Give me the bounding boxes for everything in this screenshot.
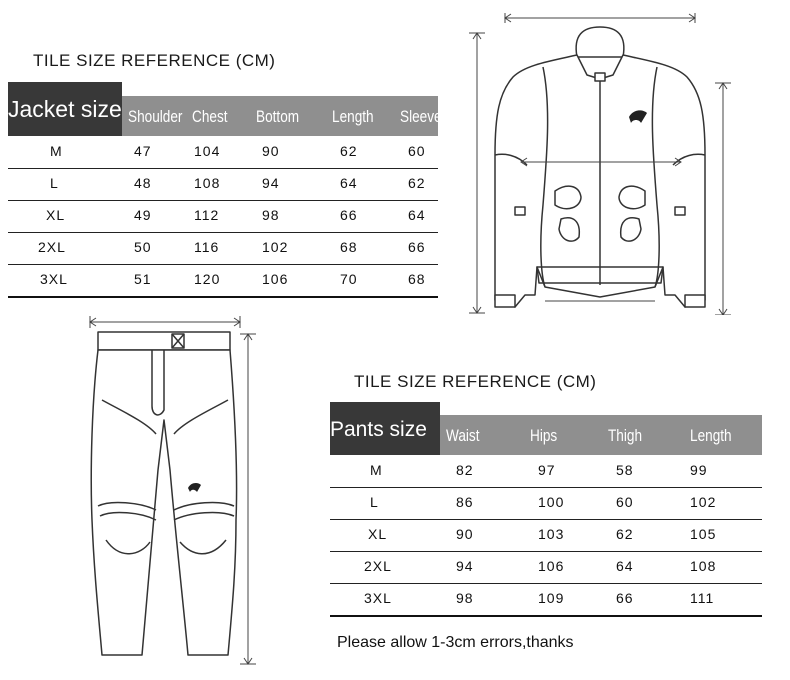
jacket-value-cell: 112 — [194, 207, 220, 223]
pants-table-title: TILE SIZE REFERENCE (CM) — [354, 372, 597, 391]
pants-value-cell: 90 — [456, 526, 474, 542]
pants-table-row: 2XL 94 106 64 108 — [330, 551, 762, 584]
jacket-col-sleeve: Sleeve — [400, 107, 442, 126]
pants-col-length: Length — [690, 426, 732, 445]
jacket-value-cell: 70 — [340, 271, 358, 287]
pants-value-cell: 64 — [616, 558, 634, 574]
pants-col-waist: Waist — [446, 426, 480, 445]
jacket-table-row: L 48 108 94 64 62 — [8, 168, 438, 201]
jacket-value-cell: 104 — [194, 143, 221, 159]
pants-value-cell: 108 — [690, 558, 717, 574]
jacket-value-cell: 50 — [134, 239, 152, 255]
pants-size-table: Pants size Waist Hips Thigh Length M 82 97… — [330, 402, 762, 617]
pants-col-thigh: Thigh — [608, 426, 643, 445]
pants-value-cell: 111 — [690, 590, 715, 606]
jacket-value-cell: 48 — [134, 175, 152, 191]
jacket-table-row: 3XL 51 120 106 70 68 — [8, 264, 438, 298]
jacket-value-cell: 66 — [408, 239, 426, 255]
tolerance-note: Please allow 1-3cm errors,thanks — [337, 634, 574, 651]
jacket-table-title: TILE SIZE REFERENCE (CM) — [33, 51, 276, 70]
jacket-size-label: Jacket size — [8, 82, 122, 136]
pants-value-cell: 82 — [456, 462, 474, 478]
jacket-value-cell: 68 — [340, 239, 358, 255]
jacket-table-row: M 47 104 90 62 60 — [8, 136, 438, 169]
jacket-size-cell: L — [50, 175, 59, 191]
jacket-value-cell: 64 — [408, 207, 426, 223]
jacket-value-cell: 49 — [134, 207, 152, 223]
jacket-value-cell: 51 — [134, 271, 152, 287]
pants-value-cell: 60 — [616, 494, 634, 510]
jacket-table-row: 2XL 50 116 102 68 66 — [8, 232, 438, 265]
pants-size-cell: M — [370, 462, 383, 478]
pants-table-row: M 82 97 58 99 — [330, 455, 762, 488]
pants-table-row: XL 90 103 62 105 — [330, 519, 762, 552]
pants-size-cell: L — [370, 494, 379, 510]
jacket-size-cell: M — [50, 143, 63, 159]
jacket-size-table: Jacket size Shoulder Chest Bottom Length… — [8, 82, 442, 298]
pants-value-cell: 105 — [690, 526, 717, 542]
jacket-value-cell: 62 — [340, 143, 358, 159]
jacket-value-cell: 66 — [340, 207, 358, 223]
pants-value-cell: 106 — [538, 558, 565, 574]
pants-value-cell: 109 — [538, 590, 565, 606]
pants-value-cell: 86 — [456, 494, 474, 510]
pants-table-row: 3XL 98 109 66 111 — [330, 583, 762, 617]
pants-size-cell: 2XL — [364, 558, 392, 574]
jacket-table-header: Jacket size Shoulder Chest Bottom Length… — [8, 82, 442, 136]
pants-value-cell: 94 — [456, 558, 474, 574]
jacket-value-cell: 90 — [262, 143, 280, 159]
pants-size-label: Pants size — [330, 402, 440, 455]
jacket-value-cell: 64 — [340, 175, 358, 191]
jacket-value-cell: 47 — [134, 143, 152, 159]
jacket-table-row: XL 49 112 98 66 64 — [8, 200, 438, 233]
pants-value-cell: 97 — [538, 462, 556, 478]
jacket-col-length: Length — [332, 107, 374, 126]
jacket-value-cell: 68 — [408, 271, 426, 287]
pants-diagram — [89, 316, 256, 665]
pants-table-header: Pants size Waist Hips Thigh Length — [330, 402, 762, 455]
jacket-diagram — [469, 13, 731, 315]
pants-size-cell: XL — [368, 526, 388, 542]
pants-value-cell: 62 — [616, 526, 634, 542]
jacket-value-cell: 98 — [262, 207, 280, 223]
jacket-value-cell: 108 — [194, 175, 221, 191]
jacket-value-cell: 106 — [262, 271, 289, 287]
jacket-value-cell: 120 — [194, 271, 221, 287]
pants-value-cell: 58 — [616, 462, 634, 478]
jacket-col-shoulder: Shoulder — [128, 107, 183, 126]
pants-col-hips: Hips — [530, 426, 558, 445]
jacket-size-cell: 2XL — [38, 239, 66, 255]
jacket-value-cell: 116 — [194, 239, 220, 255]
pants-value-cell: 99 — [690, 462, 708, 478]
pants-value-cell: 103 — [538, 526, 565, 542]
jacket-col-bottom: Bottom — [256, 107, 300, 126]
pants-size-cell: 3XL — [364, 590, 392, 606]
pants-value-cell: 102 — [690, 494, 717, 510]
pants-value-cell: 66 — [616, 590, 634, 606]
jacket-size-cell: XL — [46, 207, 66, 223]
pants-value-cell: 98 — [456, 590, 474, 606]
jacket-col-chest: Chest — [192, 107, 228, 126]
jacket-value-cell: 102 — [262, 239, 289, 255]
jacket-size-cell: 3XL — [40, 271, 68, 287]
pants-value-cell: 100 — [538, 494, 565, 510]
jacket-value-cell: 94 — [262, 175, 280, 191]
jacket-value-cell: 60 — [408, 143, 426, 159]
pants-table-row: L 86 100 60 102 — [330, 487, 762, 520]
jacket-value-cell: 62 — [408, 175, 426, 191]
